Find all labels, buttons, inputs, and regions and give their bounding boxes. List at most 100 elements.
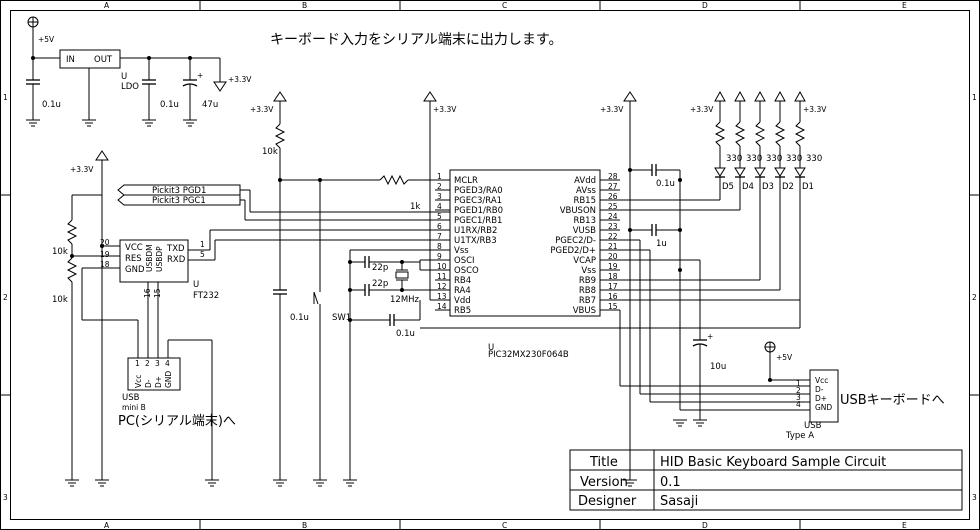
led-name: D3	[762, 182, 774, 192]
cap-c2-value: 0.1u	[160, 100, 179, 110]
led-resistor-value: 330	[806, 154, 822, 164]
frame-row-label: 1	[3, 93, 8, 102]
ft232-pin-name: RXD	[167, 255, 186, 265]
usb-mini-pin-num: 4	[165, 359, 170, 368]
pic-pin-name: MCLR	[454, 176, 478, 186]
pic-pin-name: AVdd	[574, 176, 596, 186]
pickit-connectors: Pickit3 PGD1 Pickit3 PGC1	[117, 184, 450, 221]
pic-pin-name: VBUSON	[560, 206, 596, 216]
led-vcc-label: +3.3V	[803, 105, 827, 114]
cap-avdd-value: 0.1u	[656, 179, 675, 189]
ft232-pin-name: RES	[125, 254, 142, 264]
ldo-name: LDO	[121, 82, 139, 92]
frame-col-label: D	[702, 521, 708, 530]
usb-mini-pin: Vcc	[134, 375, 143, 388]
pic-pin-num: 10	[437, 262, 447, 271]
power-33v-icon	[794, 90, 806, 102]
pic-pin-name: PGEC2/D-	[555, 236, 596, 246]
ft232-pin-num: 18	[100, 260, 110, 269]
ft232-chip	[119, 239, 189, 283]
led-resistor	[754, 121, 766, 147]
frame-col-label: D	[702, 1, 708, 10]
led-name: D2	[782, 182, 794, 192]
power-33v-icon	[273, 91, 287, 102]
pic-pin-name: PGED1/RB0	[454, 206, 503, 216]
ft232-pin-num: 1	[200, 240, 205, 249]
pic-pin-num: 25	[608, 202, 618, 211]
title-value: HID Basic Keyboard Sample Circuit	[660, 455, 886, 470]
power-33v-icon	[714, 90, 726, 102]
cap-c3-value: 47u	[202, 100, 218, 110]
usb-a-pin-num: 1	[796, 379, 801, 388]
svg-text:+: +	[197, 71, 203, 80]
pic-pin-num: 19	[608, 262, 618, 271]
pic-pin-num: 27	[608, 182, 618, 191]
usb-a-name: Type A	[785, 431, 814, 441]
usb-a-pin: D+	[815, 394, 827, 403]
led-name: D4	[742, 182, 754, 192]
usb-mini-caption: PC(シリアル端末)へ	[118, 414, 236, 429]
pic-pin-name: RB8	[579, 286, 596, 296]
pic-pin-name: RB4	[454, 276, 471, 286]
pic-pin-num: 6	[437, 222, 442, 231]
crystal-value: 12MHz	[390, 295, 420, 305]
svg-text:+: +	[707, 332, 713, 341]
pic-pin-num: 17	[608, 282, 618, 291]
pickit-pgd-label: Pickit3 PGD1	[152, 186, 206, 196]
power-33v-icon	[213, 81, 227, 92]
pic-pin-num: 12	[437, 282, 447, 291]
frame-row-label: 3	[972, 493, 977, 502]
usb-mini-name: mini B	[122, 403, 146, 412]
r-mclr-pullup-value: 10k	[262, 147, 278, 157]
ft232-pin-name: USBDP	[155, 246, 164, 272]
frame-col-label: C	[502, 521, 507, 530]
power-33v-icon	[423, 91, 437, 102]
power-33v-icon	[95, 150, 109, 161]
pic-pin-num: 22	[608, 232, 618, 241]
pic-pin-num: 15	[608, 302, 618, 311]
frame-row-label: 2	[972, 293, 977, 302]
pic-ref: U	[488, 343, 494, 353]
frame-col-label: E	[902, 521, 907, 530]
ldo-out-label: OUT	[94, 55, 113, 65]
pic-pin-name: RB9	[579, 276, 596, 286]
usb-mini-pin: GND	[164, 371, 173, 388]
usb-a-caption: USBキーボードへ	[840, 393, 945, 408]
label-33v: +3.3V	[228, 75, 252, 84]
ldo-in-label: IN	[66, 55, 75, 65]
pic-pin-name: Vss	[581, 266, 596, 276]
cap-osc1-value: 22p	[372, 263, 388, 273]
pic-pin-num: 5	[437, 212, 442, 221]
mclr-vcc-label: +3.3V	[250, 105, 274, 114]
usb-a-vcc-label: +5V	[776, 353, 793, 362]
frame-row-label: 3	[3, 493, 8, 502]
pic-pin-name: RA4	[454, 286, 471, 296]
cap-vcap-value: 10u	[710, 362, 726, 372]
pic-pin-num: 7	[437, 232, 442, 241]
pic-pin-name: PGEC3/RA1	[454, 196, 502, 206]
pic-pin-name: OSCO	[454, 266, 479, 276]
frame-col-label: A	[104, 521, 110, 530]
frame-col-label: B	[302, 1, 307, 10]
led-vcc-label: +3.3V	[690, 105, 714, 114]
designer-label: Designer	[578, 494, 637, 509]
ft232-section: +3.3V 10k 10k VCC RES GND 20 19 18 TXD R…	[52, 150, 219, 480]
frame-col-label: A	[104, 1, 110, 10]
switch-sw1-label: SW1	[332, 313, 351, 323]
led-icon	[734, 167, 746, 177]
ft232-pin-name: GND	[125, 265, 145, 275]
label-5v: +5V	[38, 35, 55, 44]
pic-pin-num: 26	[608, 192, 618, 201]
pic-pin-num: 9	[437, 252, 442, 261]
pic-pin-name: VUSB	[573, 226, 596, 236]
pic-pin-name: RB7	[579, 296, 596, 306]
usb-a-wiring: +5V	[600, 239, 810, 411]
pic-pin-num: 2	[437, 182, 442, 191]
frame-row-label: 2	[3, 293, 8, 302]
led-resistor	[794, 121, 806, 147]
cap-mclr-value: 0.1u	[290, 313, 309, 323]
pic-right-supply: +3.3V 0.1u 1u + 10u	[600, 91, 726, 487]
pic-pin-name: Vss	[454, 246, 469, 256]
pic-name: PIC32MX230F064B	[488, 350, 569, 360]
